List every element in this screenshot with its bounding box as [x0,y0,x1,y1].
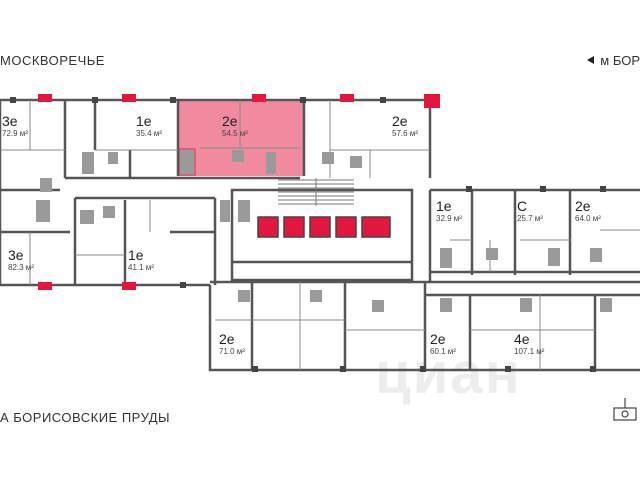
apartment-area: 32.9 м² [436,214,462,223]
facade-columns [38,94,440,290]
structure-markers [10,97,606,372]
apartment-type: 2e [392,113,408,129]
street-label-bottom: А БОРИСОВСКИЕ ПРУДЫ [0,410,171,425]
apartment-type: С [517,198,528,214]
apartment-label[interactable]: 1e 32.9 м² [436,199,462,223]
metro-text: м БОР [600,53,640,68]
apartment-label[interactable]: 2e 60.1 м² [430,332,456,356]
apartment-label[interactable]: 2e 71.0 м² [219,332,245,356]
apartment-area: 35.4 м² [136,129,162,138]
apartment-label[interactable]: 2e 54.5 м² [222,114,248,138]
apartment-type: 2e [575,198,591,214]
apartment-label[interactable]: 2e 57.6 м² [392,114,418,138]
outer-walls [0,98,640,372]
apartment-label[interactable]: 3e 72.9 м² [2,114,28,138]
compass-icon [613,398,637,421]
apartment-area: 60.1 м² [430,347,456,356]
apartment-label[interactable]: 1e 35.4 м² [136,114,162,138]
apartment-type: 1e [436,198,452,214]
apartment-area: 54.5 м² [222,129,248,138]
apartment-type: 2e [222,113,238,129]
apartment-type: 1e [128,247,144,263]
apartment-type: 1e [136,113,152,129]
elevator-shafts [257,216,391,238]
apartment-area: 72.9 м² [2,129,28,138]
watermark: циан [375,341,522,406]
metro-label: м БОР [587,53,640,68]
apartment-type: 2e [430,331,446,347]
apartment-area: 82.3 м² [8,263,34,272]
apartment-label[interactable]: 2e 64.0 м² [575,199,601,223]
apartment-area: 71.0 м² [219,347,245,356]
apartment-type: 2e [219,331,235,347]
metro-arrow-icon [587,56,595,64]
apartment-label[interactable]: 1e 41.1 м² [128,248,154,272]
apartment-label[interactable]: С 25.7 м² [517,199,543,223]
apartment-type: 4e [514,331,530,347]
apartment-area: 107.1 м² [514,347,545,356]
street-label-top: МОСКВОРЕЧЬЕ [0,53,105,68]
apartment-area: 25.7 м² [517,214,543,223]
apartment-area: 41.1 м² [128,263,154,272]
apartment-label[interactable]: 4e 107.1 м² [514,332,544,356]
apartment-highlight[interactable] [178,100,304,176]
apartment-area: 64.0 м² [575,214,601,223]
stairs [278,178,354,206]
apartment-type: 3e [8,247,24,263]
apartment-area: 57.6 м² [392,129,418,138]
apartment-type: 3e [2,113,18,129]
apartment-label[interactable]: 3e 82.3 м² [8,248,34,272]
wet-zones [36,150,612,312]
